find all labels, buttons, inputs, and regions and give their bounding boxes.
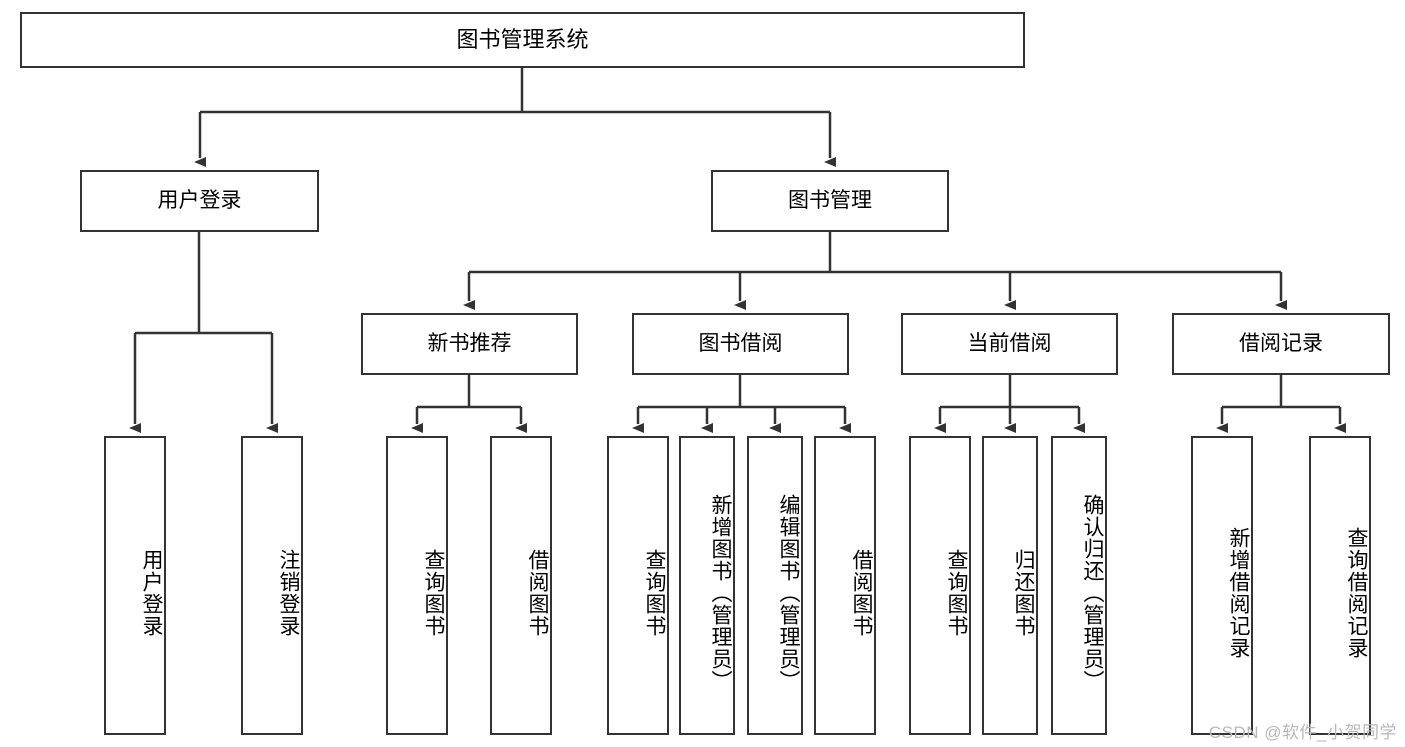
node-leaf-current-query-book[interactable]: 查询图书 (909, 436, 971, 735)
node-leaf-borrow-add-book[interactable]: 新增图书（管理员） (679, 436, 735, 735)
node-label: 借阅图书 (526, 548, 549, 637)
node-label: 图书管理 (788, 188, 872, 212)
node-label: 用户登录 (140, 548, 163, 637)
node-book-borrow[interactable]: 图书借阅 (632, 313, 849, 375)
node-label: 编辑图书（管理员） (777, 493, 800, 692)
node-label: 图书管理系统 (456, 26, 589, 52)
node-label: 确认归还（管理员） (1081, 493, 1104, 692)
node-leaf-current-return-book[interactable]: 归还图书 (982, 436, 1038, 735)
node-root-system[interactable]: 图书管理系统 (20, 12, 1025, 68)
node-label: 查询借阅记录 (1345, 526, 1368, 659)
node-label: 新书推荐 (427, 331, 512, 355)
node-leaf-recommend-borrow-book[interactable]: 借阅图书 (490, 436, 552, 735)
node-label: 查询图书 (945, 548, 968, 637)
node-label: 归还图书 (1012, 548, 1035, 637)
node-label: 用户登录 (157, 188, 242, 212)
node-label: 查询图书 (422, 548, 445, 637)
node-leaf-borrow-borrow-book[interactable]: 借阅图书 (814, 436, 876, 735)
node-label: 当前借阅 (967, 331, 1052, 355)
node-label: 图书借阅 (698, 331, 783, 355)
node-leaf-user-login[interactable]: 用户登录 (104, 436, 166, 735)
node-leaf-borrow-edit-book[interactable]: 编辑图书（管理员） (747, 436, 803, 735)
node-label: 借阅图书 (850, 548, 873, 637)
node-leaf-record-query-record[interactable]: 查询借阅记录 (1309, 436, 1371, 735)
node-label: 新增借阅记录 (1227, 526, 1250, 659)
node-book-management[interactable]: 图书管理 (711, 170, 949, 232)
node-user-login[interactable]: 用户登录 (80, 170, 319, 232)
node-leaf-borrow-query-book[interactable]: 查询图书 (607, 436, 669, 735)
node-label: 借阅记录 (1239, 331, 1323, 355)
node-leaf-record-add-record[interactable]: 新增借阅记录 (1191, 436, 1253, 735)
node-current-borrow[interactable]: 当前借阅 (901, 313, 1118, 375)
csdn-watermark: CSDN @软件_小贺同学 (1208, 723, 1397, 742)
node-new-book-recommend[interactable]: 新书推荐 (361, 313, 578, 375)
node-label: 新增图书（管理员） (709, 493, 732, 692)
node-borrow-record[interactable]: 借阅记录 (1172, 313, 1390, 375)
node-label: 注销登录 (277, 548, 300, 637)
node-leaf-user-logout[interactable]: 注销登录 (241, 436, 303, 735)
node-leaf-recommend-query-book[interactable]: 查询图书 (386, 436, 448, 735)
node-leaf-current-confirm-return[interactable]: 确认归还（管理员） (1051, 436, 1107, 735)
node-label: 查询图书 (643, 548, 666, 637)
